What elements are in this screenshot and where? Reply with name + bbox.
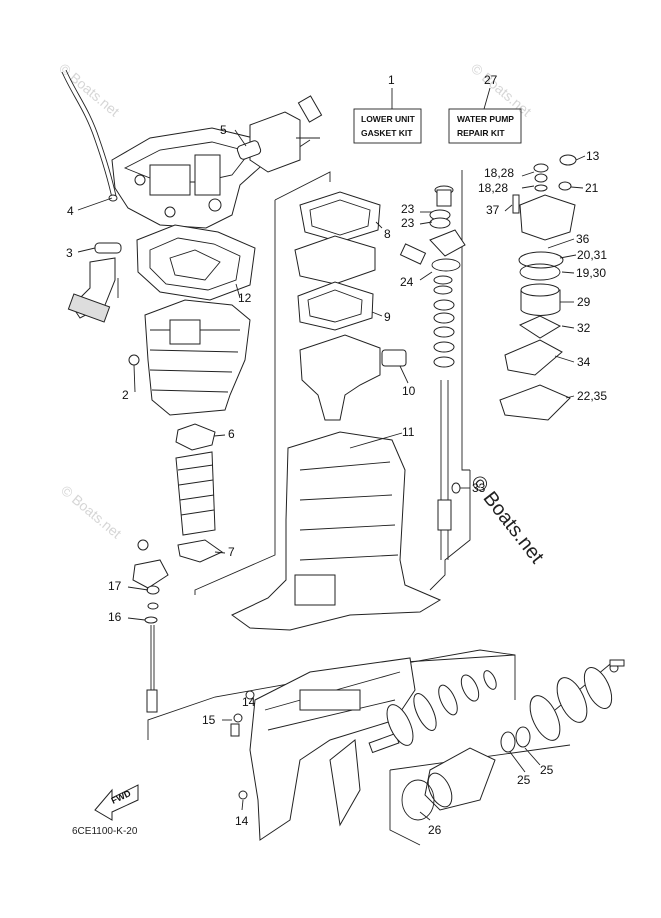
part-seal-7 (177, 539, 224, 563)
label-21: 21 (585, 181, 599, 195)
label-4: 4 (67, 204, 74, 218)
part-gearcase (230, 657, 416, 841)
lower-unit-gasket-kit-box: LOWER UNIT GASKET KIT (353, 108, 422, 144)
part-number-labels: 1 27 5 4 3 12 2 6 7 17 16 15 14 14 8 9 1… (66, 73, 607, 837)
part-shift-rod-bracket (132, 539, 169, 624)
part-seal-10 (381, 349, 407, 367)
label-32: 32 (577, 321, 591, 335)
label-20-31: 20,31 (577, 248, 607, 262)
label-25-left: 25 (517, 773, 531, 787)
label-23-lower: 23 (401, 216, 415, 230)
part-upper-cover (236, 95, 323, 173)
part-shift-rod (146, 625, 158, 713)
label-14-upper: 14 (242, 695, 256, 709)
label-23-upper: 23 (401, 202, 415, 216)
label-19-30: 19,30 (576, 266, 606, 280)
watermark-middle-left: © Boats.net (58, 482, 125, 541)
pump-kit-line-1: WATER PUMP (457, 114, 514, 124)
label-18-28-lower: 18,28 (478, 181, 508, 195)
label-17: 17 (108, 579, 122, 593)
label-11: 11 (402, 425, 415, 439)
diagram-code: 6CE1100-K-20 (72, 826, 138, 837)
label-15: 15 (202, 713, 216, 727)
part-plate (294, 235, 376, 285)
label-13: 13 (586, 149, 600, 163)
label-8: 8 (384, 227, 391, 241)
label-36: 36 (576, 232, 590, 246)
pump-kit-line-2: REPAIR KIT (457, 128, 505, 138)
label-14-lower: 14 (235, 814, 249, 828)
label-26: 26 (428, 823, 442, 837)
label-10: 10 (402, 384, 416, 398)
part-drive-shaft (429, 185, 461, 560)
watermark-top-left: © Boats.net (56, 60, 123, 119)
label-33: 33 (472, 481, 486, 495)
part-seal-3 (94, 242, 122, 254)
part-gasket-8 (299, 191, 381, 243)
part-gear-set (368, 670, 497, 754)
label-5: 5 (220, 123, 227, 137)
label-6: 6 (228, 427, 235, 441)
part-bearing-rings (529, 659, 625, 741)
part-lower-casing (231, 431, 442, 631)
watermark-top-right: © Boats.net (468, 60, 535, 119)
label-34: 34 (577, 355, 591, 369)
label-29: 29 (577, 295, 591, 309)
label-27: 27 (484, 73, 498, 87)
part-water-tube-holder (67, 257, 119, 323)
gasket-kit-line-1: LOWER UNIT (361, 114, 416, 124)
label-9: 9 (384, 310, 391, 324)
part-exhaust-muffler (175, 451, 216, 536)
part-dipstick (61, 69, 118, 202)
label-25-right: 25 (540, 763, 554, 777)
label-3: 3 (66, 246, 73, 260)
label-12: 12 (238, 291, 252, 305)
label-16: 16 (108, 610, 122, 624)
part-exhaust-plate (299, 334, 381, 421)
part-propeller-shaft-housing (401, 726, 531, 821)
leader-lines (77, 129, 586, 821)
label-22-35: 22,35 (577, 389, 607, 403)
part-gasket-6 (175, 423, 216, 451)
label-7: 7 (228, 545, 235, 559)
gasket-kit-line-2: GASKET KIT (361, 128, 413, 138)
label-18-28-upper: 18,28 (484, 166, 514, 180)
part-upper-casing (128, 299, 251, 416)
part-exhaust-guide (111, 127, 311, 229)
label-1: 1 (388, 73, 395, 87)
label-2: 2 (122, 388, 129, 402)
label-24: 24 (400, 275, 414, 289)
part-pump-housing-group (399, 154, 577, 421)
label-37: 37 (486, 203, 500, 217)
forward-arrow-icon: FWD (94, 784, 139, 821)
water-pump-repair-kit-box: WATER PUMP REPAIR KIT (448, 108, 522, 144)
part-gasket-12 (136, 224, 256, 301)
